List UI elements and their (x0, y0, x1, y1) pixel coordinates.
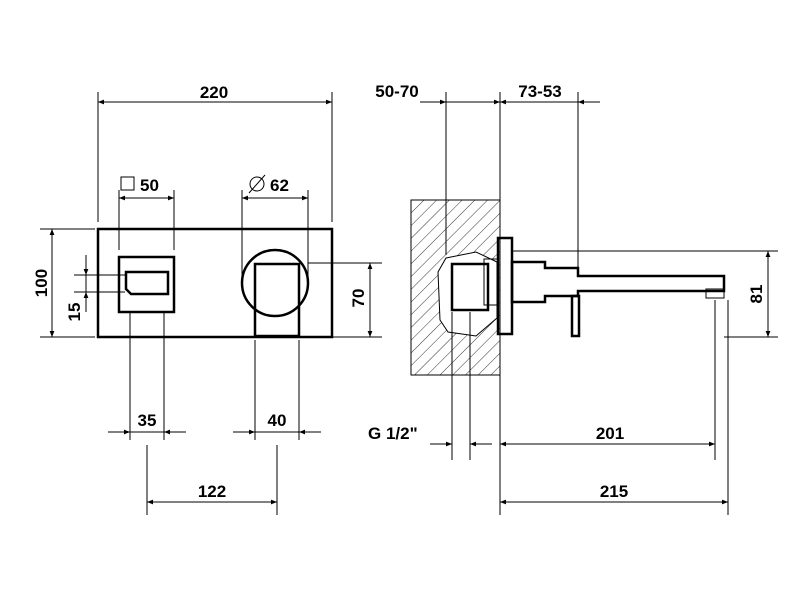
spout-outlet (705, 288, 725, 299)
dim-height: 100 (32, 269, 51, 297)
handle-lever (124, 270, 170, 296)
dim-diameter: 62 (270, 176, 289, 195)
dim-square-size: 50 (140, 176, 159, 195)
cover-plate (96, 227, 334, 339)
dim-spout-reach: 201 (596, 424, 624, 443)
side-handle (570, 294, 581, 338)
dim-center-distance: 122 (198, 482, 226, 501)
round-spout-base (240, 248, 310, 318)
dim-handle-width: 35 (138, 411, 157, 430)
front-view: 220 50 62 100 15 70 (32, 83, 382, 515)
dim-round-height: 70 (349, 289, 368, 308)
dim-wall-range: 50-70 (375, 82, 418, 101)
dim-width: 220 (200, 83, 228, 102)
square-symbol-icon (120, 176, 135, 191)
dim-total-reach: 215 (600, 482, 628, 501)
diameter-icon (248, 174, 266, 194)
spout-front (253, 262, 301, 338)
dim-thread: G 1/2" (368, 424, 418, 443)
spout-body (510, 260, 726, 304)
dim-handle-offset: 15 (65, 303, 84, 322)
valve-block (450, 262, 490, 312)
side-view: 50-70 73-53 81 G 1/2" 201 215 (368, 82, 778, 515)
square-handle (117, 255, 176, 314)
dim-spout-width: 40 (268, 411, 287, 430)
dim-projection-range: 73-53 (518, 82, 561, 101)
dim-spout-height: 81 (747, 285, 766, 304)
